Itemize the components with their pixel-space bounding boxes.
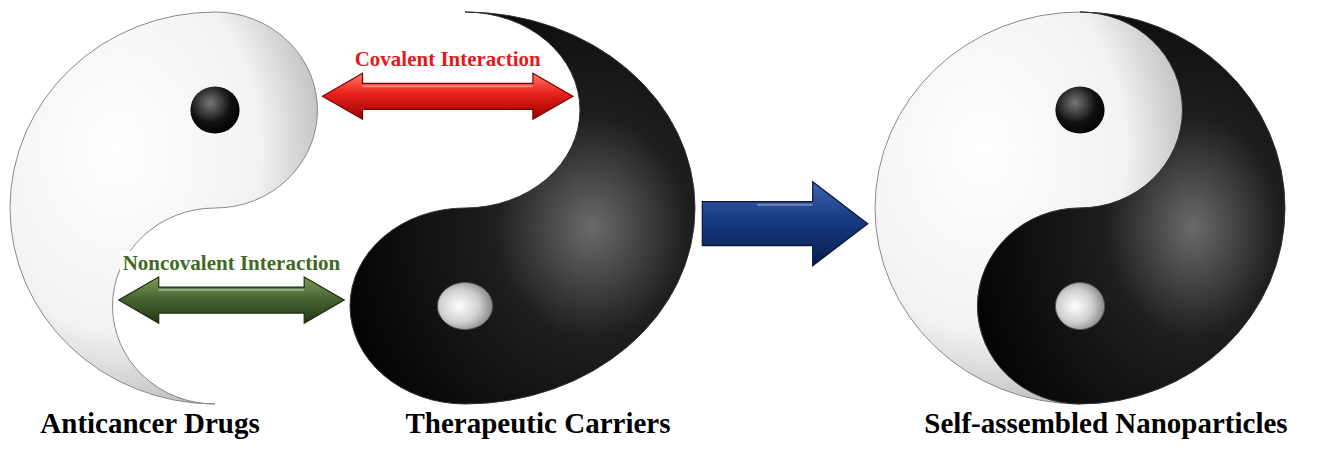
black-half bbox=[978, 12, 1286, 404]
black-dot bbox=[190, 86, 239, 133]
white-half bbox=[10, 12, 318, 404]
block-arrow bbox=[702, 182, 867, 266]
yin-yang-symbol bbox=[875, 12, 1285, 404]
arrow-highlight bbox=[159, 289, 305, 291]
yin-yang-node: Self-assembled Nanoparticles bbox=[875, 12, 1285, 404]
black-dot bbox=[1055, 86, 1104, 133]
node-caption: Anticancer Drugs bbox=[40, 408, 259, 440]
black-half bbox=[350, 12, 695, 404]
edge-label: Covalent Interaction bbox=[352, 47, 544, 71]
block-arrow bbox=[323, 73, 573, 119]
node-caption: Therapeutic Carriers bbox=[406, 408, 671, 440]
silver-dot bbox=[1055, 282, 1104, 329]
arrow-highlight bbox=[363, 85, 533, 87]
silver-dot bbox=[437, 282, 492, 329]
arrow-highlight bbox=[757, 204, 812, 206]
edge-label: Noncovalent Interaction bbox=[120, 251, 344, 275]
node-caption: Self-assembled Nanoparticles bbox=[924, 408, 1287, 440]
block-arrow bbox=[119, 277, 345, 323]
